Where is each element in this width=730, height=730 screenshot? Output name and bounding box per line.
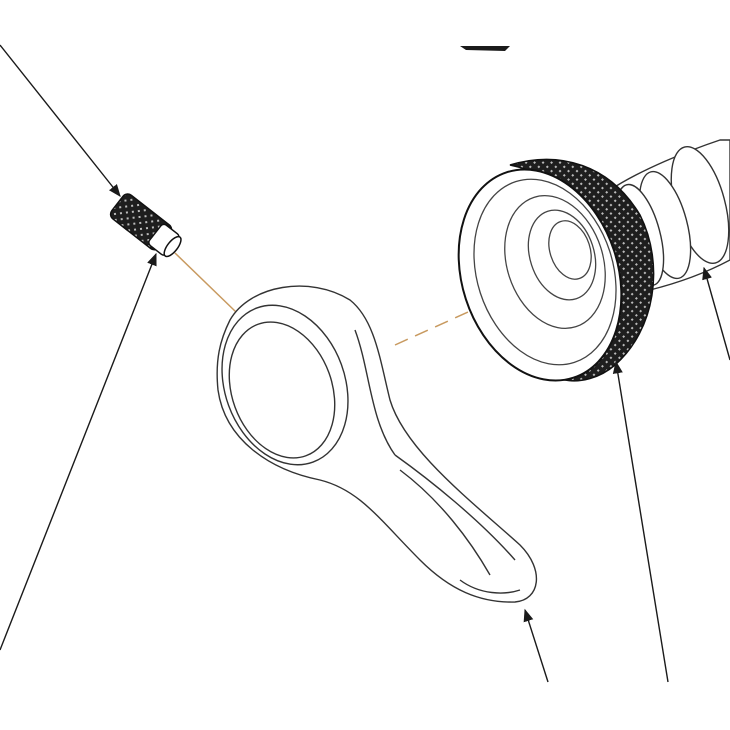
partial-part-top — [460, 46, 510, 51]
leader-lines — [0, 44, 730, 683]
leader-line-screw-bottom — [0, 252, 157, 651]
leader-line-knob — [612, 360, 669, 683]
leader-line-screw-top — [0, 44, 121, 197]
set-screw — [109, 193, 182, 258]
leader-line-lever — [523, 608, 549, 683]
leader-line-stem — [702, 266, 730, 361]
lever — [216, 285, 537, 603]
knurled-knob — [457, 139, 730, 382]
